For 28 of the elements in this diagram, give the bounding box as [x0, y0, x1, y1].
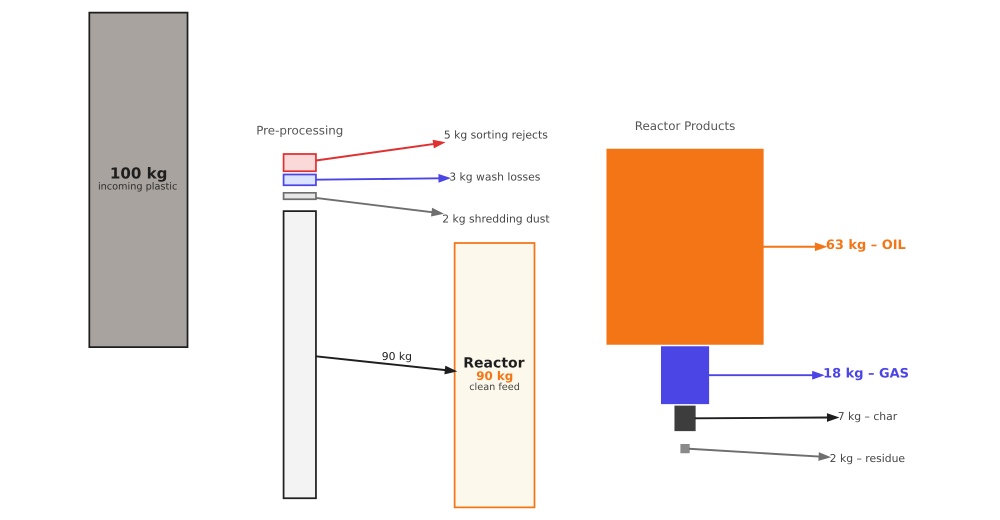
node-bar — [282, 210, 316, 500]
label: Pre-processing — [256, 123, 343, 138]
arrow — [315, 140, 446, 162]
node-box: 100 kg incoming plastic — [88, 12, 188, 348]
label: Reactor Products — [634, 119, 735, 134]
node-bar — [282, 153, 316, 172]
node-text: 2 kg shredding dust — [442, 212, 550, 226]
arrow — [315, 174, 451, 183]
node-text: 18 kg – GAS — [822, 366, 908, 382]
node-bar — [282, 192, 316, 200]
node-text: 63 kg – OIL — [825, 238, 906, 254]
edge-label: 90 kg — [381, 350, 412, 364]
node-bar — [282, 174, 316, 186]
arrow — [315, 355, 457, 374]
node-text: 7 kg – char — [837, 410, 897, 423]
node-bar — [680, 444, 690, 454]
node-text: 3 kg wash losses — [448, 170, 540, 184]
node-bar — [606, 148, 764, 345]
node-bar — [674, 406, 696, 432]
node-bar — [660, 346, 709, 404]
arrow — [694, 413, 840, 422]
arrow — [708, 370, 824, 380]
arrow — [315, 196, 444, 217]
node-box: Reactor 90 kg clean feed — [453, 242, 535, 508]
arrow — [688, 448, 831, 461]
arrow — [762, 242, 827, 252]
node-text: 2 kg – residue — [829, 452, 905, 466]
node-text: 5 kg sorting rejects — [443, 128, 548, 142]
